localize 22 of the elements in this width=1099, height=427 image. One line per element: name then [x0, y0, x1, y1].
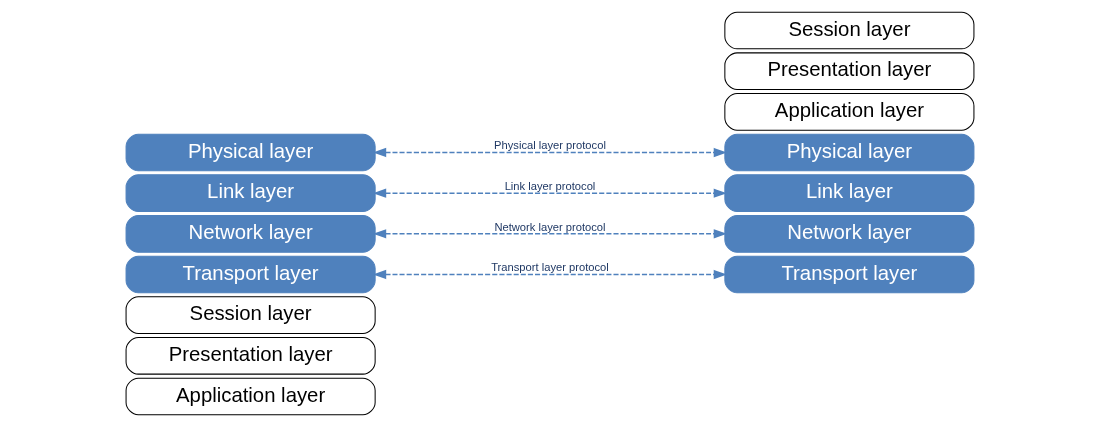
edge-label: Physical layer protocol	[493, 139, 606, 152]
node-box: Application layer	[723, 93, 974, 131]
arrow	[372, 147, 727, 158]
node-box: Application layer	[125, 377, 376, 416]
node-box: Transport layer	[125, 255, 376, 294]
node-box: Transport layer	[723, 255, 974, 294]
node-box: Physical layer	[723, 133, 974, 172]
node-box: Network layer	[723, 215, 974, 253]
node-box: Link layer	[723, 174, 974, 212]
edge-label: Link layer protocol	[504, 179, 595, 192]
arrow	[372, 269, 727, 280]
arrow	[372, 188, 727, 198]
node-box: Presentation layer	[125, 337, 376, 375]
node-box: Physical layer	[125, 133, 376, 172]
edge-label: Transport layer protocol	[490, 261, 609, 274]
node-box: Session layer	[125, 296, 376, 334]
node-box: Network layer	[125, 215, 376, 253]
arrow	[372, 229, 727, 239]
edge-label: Network layer protocol	[493, 220, 606, 233]
node-box: Link layer	[125, 174, 376, 212]
node-box: Session layer	[723, 11, 974, 50]
node-box: Presentation layer	[723, 52, 974, 90]
